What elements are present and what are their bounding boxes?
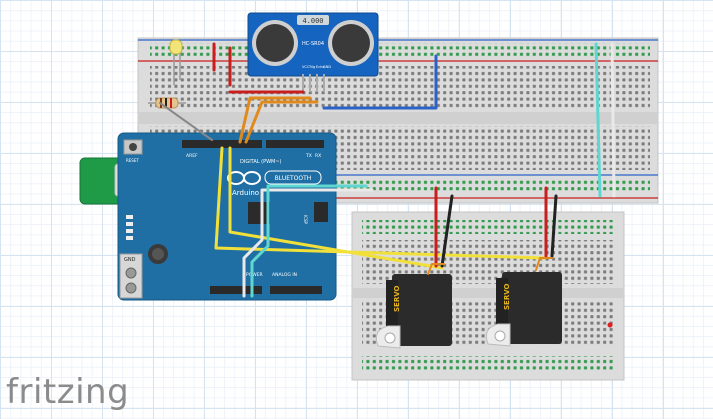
servo-right-shaft (494, 330, 506, 342)
arduino-header-analog-label: ANALOG IN (272, 272, 297, 278)
ultrasonic-sensor: 4.000 HC-SR04 VCC Trig Echo GND (247, 12, 379, 92)
led-body (169, 39, 183, 55)
wire-blue-gnd (322, 54, 438, 110)
arduino-gnd-screw-2 (125, 282, 137, 294)
arduino-led-1 (126, 215, 133, 219)
servo-left: SERVO (375, 274, 452, 349)
resistor-band-3 (170, 98, 172, 108)
led (169, 39, 183, 85)
wire-orange-sensor-2 (244, 100, 319, 144)
arduino-led-2 (126, 222, 133, 226)
main-center-channel (138, 112, 658, 124)
sensor-transducer-right (332, 24, 370, 62)
main-rail-bottom-holes-2 (150, 186, 650, 193)
arduino-header-power-label: POWER (246, 272, 263, 278)
wire-servo-left-lead (427, 263, 445, 275)
main-rail-top-holes-1 (150, 43, 650, 50)
arduino-bluetooth-label: BLUETOOTH (275, 175, 312, 182)
resistor-band-2 (165, 98, 167, 108)
servo-board-red-marker (607, 322, 613, 328)
arduino-tx-label: TX (305, 153, 312, 159)
sensor-pin-gnd: GND (323, 65, 331, 69)
servo-right-flange (496, 278, 508, 338)
wire-servo-right-lead (535, 257, 553, 271)
arduino-logo-right-ring (243, 171, 261, 185)
sensor-pin-trig: Trig (308, 65, 315, 69)
arduino-header-digital-1 (182, 140, 262, 148)
wire-white-arduino (242, 188, 374, 298)
sensor-pin-vcc: VCC (302, 65, 310, 69)
main-rail-bottom-holes-1 (150, 178, 650, 185)
arduino-gnd-label: GND (124, 257, 136, 263)
servo-right: SERVO (485, 272, 562, 347)
wire-cyan-arduino (250, 184, 368, 298)
servo-left-flange (386, 280, 398, 340)
arduino-logo: Arduino (227, 171, 261, 197)
main-strip-top (150, 66, 650, 110)
wire-yellow-servo-left (228, 146, 444, 270)
sensor-crystal (297, 15, 329, 25)
arduino-board: DIGITAL (PWM~) AREF TX RX RESET Arduino … (117, 132, 337, 301)
servo-rail-top-holes (362, 220, 614, 234)
arduino-capacitor-top (152, 248, 164, 260)
sensor-crystal-label: 4.000 (302, 17, 323, 25)
sensor-pin-echo: Echo (316, 65, 325, 69)
servo-right-body (502, 272, 562, 344)
wire-cyan-rail (594, 42, 602, 198)
wire-gray-resistor (159, 102, 213, 141)
arduino-aref-label: AREF (186, 153, 198, 159)
arduino-icsp-header (314, 202, 328, 222)
arduino-header-digital-label: DIGITAL (PWM~) (240, 159, 282, 165)
servo-rail-bottom-holes (362, 356, 614, 370)
wire-black-servo-left (440, 194, 454, 268)
servo-breadboard (351, 211, 625, 381)
arduino-reset-cap (129, 143, 137, 151)
fritzing-logo: fritzing (6, 372, 130, 412)
servo-center-channel (352, 288, 624, 298)
servo-right-label: SERVO (503, 283, 511, 310)
servo-left-shaft (384, 332, 396, 344)
arduino-reset-label: RESET (126, 158, 139, 163)
arduino-led-3 (126, 229, 133, 233)
arduino-header-power (210, 286, 262, 294)
arduino-header-analog (270, 286, 322, 294)
arduino-logo-text: Arduino (232, 189, 259, 197)
arduino-icsp-label: ICSP (303, 215, 308, 225)
sensor-model-label: HC-SR04 (302, 41, 324, 47)
wires (159, 42, 616, 298)
arduino-bluetooth-badge (264, 170, 322, 185)
arduino-rx-label: RX (315, 153, 321, 159)
wire-orange-sensor-1 (238, 96, 312, 144)
arduino-mcu (248, 202, 270, 224)
arduino-led-4 (126, 236, 133, 240)
servo-left-label: SERVO (393, 285, 401, 312)
wire-black-servo-right (550, 194, 558, 258)
arduino-pcb (117, 132, 337, 301)
sensor-pin-area (298, 60, 328, 74)
wire-white-rail (610, 42, 616, 198)
arduino-header-digital-2 (266, 140, 324, 148)
sensor-transducer-left (256, 24, 294, 62)
main-rail-top-holes-2 (150, 51, 650, 58)
arduino-gnd-screw-1 (125, 267, 137, 279)
servo-left-body (392, 274, 452, 346)
